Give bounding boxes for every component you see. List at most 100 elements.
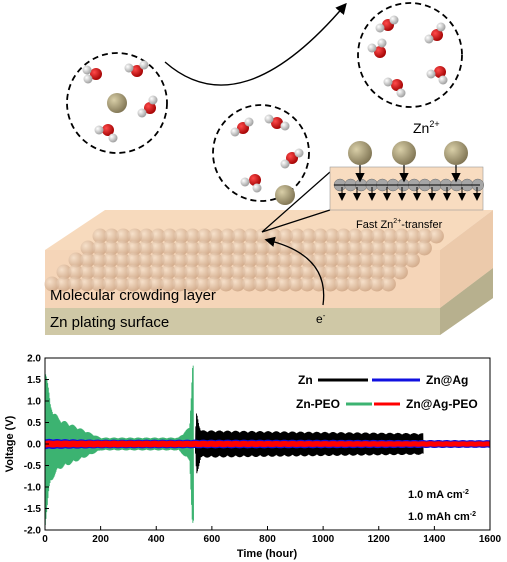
surface-sphere bbox=[312, 252, 328, 268]
zoom-line bbox=[261, 171, 331, 233]
surface-sphere bbox=[357, 276, 373, 292]
surface-sphere bbox=[114, 276, 130, 292]
surface-sphere bbox=[301, 228, 317, 244]
capacity-annotation: 1.0 mAh cm-2 bbox=[408, 511, 476, 523]
surface-sphere bbox=[381, 264, 397, 280]
surface-sphere bbox=[161, 240, 177, 256]
solvation-shell-left bbox=[66, 52, 168, 154]
series-trace-zn-ag-peo bbox=[44, 440, 491, 448]
surface-sphere bbox=[114, 264, 130, 280]
surface-sphere bbox=[196, 252, 212, 268]
surface-sphere bbox=[382, 228, 398, 244]
surface-sphere bbox=[183, 276, 199, 292]
surface-sphere bbox=[172, 252, 188, 268]
surface-sphere bbox=[150, 228, 166, 244]
surface-sphere bbox=[359, 228, 375, 244]
zn-ion-label: Zn2+ bbox=[413, 119, 440, 136]
surface-sphere bbox=[184, 264, 200, 280]
surface-sphere bbox=[277, 252, 293, 268]
surface-sphere bbox=[219, 252, 235, 268]
surface-sphere bbox=[208, 228, 224, 244]
solvation-shell-middle bbox=[212, 104, 310, 205]
fast-transfer-label: Fast Zn2+-transfer bbox=[356, 218, 443, 231]
surface-sphere bbox=[288, 252, 304, 268]
surface-sphere bbox=[103, 240, 119, 256]
y-tick-label: 2.0 bbox=[27, 354, 41, 365]
y-tick-label: -0.5 bbox=[24, 461, 42, 472]
surface-sphere bbox=[148, 276, 164, 292]
zn-plating-slab bbox=[45, 268, 493, 335]
surface-sphere bbox=[79, 264, 95, 280]
surface-sphere bbox=[80, 240, 96, 256]
inset-transfer-arrows bbox=[338, 187, 481, 201]
surface-sphere bbox=[334, 264, 350, 280]
x-tick-label: 0 bbox=[42, 534, 48, 545]
surface-sphere bbox=[393, 240, 409, 256]
y-tick-label: 0.5 bbox=[27, 418, 41, 429]
surface-sphere bbox=[276, 264, 292, 280]
surface-sphere bbox=[44, 276, 60, 292]
zn-ion-sphere bbox=[107, 93, 127, 113]
surface-sphere bbox=[79, 276, 95, 292]
surface-sphere bbox=[358, 240, 374, 256]
x-tick-label: 800 bbox=[259, 534, 276, 545]
surface-sphere bbox=[56, 276, 72, 292]
surface-sphere bbox=[138, 252, 154, 268]
surface-sphere bbox=[185, 228, 201, 244]
surface-sphere bbox=[392, 264, 408, 280]
surface-sphere bbox=[104, 228, 120, 244]
surface-sphere bbox=[394, 228, 410, 244]
surface-sphere bbox=[206, 276, 222, 292]
surface-sphere bbox=[68, 252, 84, 268]
surface-sphere bbox=[162, 228, 178, 244]
crowding-layer-label: Molecular crowding layer bbox=[50, 287, 216, 304]
surface-sphere bbox=[346, 264, 362, 280]
surface-sphere bbox=[347, 240, 363, 256]
surface-sphere bbox=[208, 240, 224, 256]
y-tick-label: 1.5 bbox=[27, 375, 41, 386]
surface-sphere bbox=[336, 228, 352, 244]
surface-sphere bbox=[196, 240, 212, 256]
legend-label-zn-ag: Zn@Ag bbox=[426, 373, 468, 387]
surface-sphere bbox=[393, 252, 409, 268]
surface-sphere bbox=[335, 252, 351, 268]
surface-sphere bbox=[323, 252, 339, 268]
surface-sphere bbox=[137, 264, 153, 280]
surface-sphere bbox=[150, 240, 166, 256]
surface-sphere bbox=[405, 240, 421, 256]
y-tick-label: -1.0 bbox=[24, 483, 42, 494]
x-tick-label: 1200 bbox=[368, 534, 391, 545]
y-tick-label: 0.0 bbox=[27, 440, 41, 451]
surface-sphere bbox=[68, 264, 84, 280]
y-tick-label: -1.5 bbox=[24, 504, 42, 515]
surface-sphere bbox=[231, 228, 247, 244]
surface-sphere bbox=[253, 276, 269, 292]
surface-sphere bbox=[265, 264, 281, 280]
plot-traces bbox=[44, 365, 491, 526]
surface-sphere bbox=[114, 252, 130, 268]
y-axis-label: Voltage (V) bbox=[4, 415, 16, 472]
surface-sphere bbox=[289, 240, 305, 256]
surface-sphere bbox=[127, 228, 143, 244]
plating-surface-label: Zn plating surface bbox=[50, 314, 169, 331]
mechanism-illustration: Molecular crowding layer Zn plating surf… bbox=[44, 2, 493, 335]
surface-sphere bbox=[102, 276, 118, 292]
surface-sphere bbox=[195, 276, 211, 292]
surface-sphere bbox=[265, 252, 281, 268]
surface-sphere bbox=[161, 252, 177, 268]
surface-sphere bbox=[278, 228, 294, 244]
surface-sphere bbox=[92, 228, 108, 244]
surface-sphere bbox=[91, 264, 107, 280]
surface-sphere bbox=[299, 276, 315, 292]
legend-label-zn: Zn bbox=[298, 373, 313, 387]
electron-label: e- bbox=[316, 311, 326, 326]
surface-sphere bbox=[231, 240, 247, 256]
surface-sphere bbox=[56, 264, 72, 280]
surface-sphere bbox=[289, 228, 305, 244]
legend-label-zn-ag-peo: Zn@Ag-PEO bbox=[406, 397, 478, 411]
surface-sphere bbox=[241, 276, 257, 292]
surface-sphere bbox=[370, 240, 386, 256]
surface-sphere bbox=[138, 228, 154, 244]
